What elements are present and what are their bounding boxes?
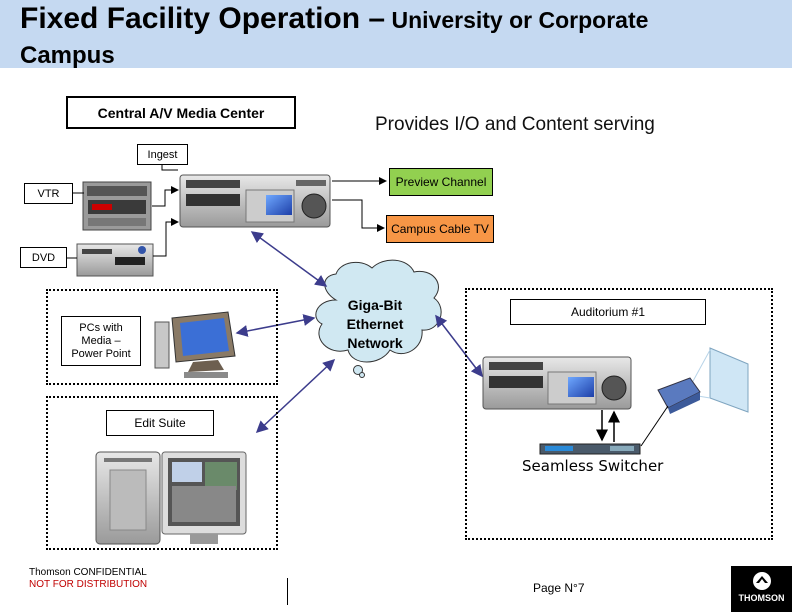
- campus-cable-box: Campus Cable TV: [386, 215, 494, 243]
- pc-icon: [154, 311, 236, 378]
- page-number: Page N°7: [533, 581, 585, 595]
- pcs-line2: Media –: [81, 334, 121, 347]
- thomson-logo-icon: [753, 572, 771, 590]
- projector-icon: [657, 347, 749, 414]
- network-link: [435, 314, 483, 378]
- title-main: Fixed Facility Operation –: [20, 2, 386, 35]
- pcs-line3: Power Point: [71, 347, 131, 360]
- page-title: Fixed Facility Operation – University or…: [20, 2, 648, 36]
- auditorium-region: [465, 288, 773, 540]
- preview-channel-box: Preview Channel: [389, 168, 493, 196]
- title-line2: Campus: [20, 42, 115, 69]
- pcs-line1: PCs with: [79, 321, 123, 334]
- server-icon: [179, 174, 331, 228]
- network-link: [250, 231, 328, 287]
- connector-line: [161, 164, 178, 171]
- central-media-center-label: Central A/V Media Center: [66, 96, 296, 129]
- network-link: [255, 358, 336, 434]
- pcs-region: [46, 289, 278, 385]
- provides-text: Provides I/O and Content serving: [375, 114, 655, 135]
- dvd-player-icon: [76, 243, 154, 277]
- ingest-label: Ingest: [137, 144, 188, 165]
- connector-line: [332, 199, 385, 232]
- distribution-text: NOT FOR DISTRIBUTION: [29, 579, 148, 590]
- thomson-logo: THOMSON: [731, 566, 792, 612]
- title-band: [0, 0, 792, 68]
- edit-suite-region: [46, 396, 278, 550]
- server-icon: [482, 356, 632, 410]
- network-label: Giga-Bit Ethernet Network: [346, 297, 404, 351]
- switcher-icon: [539, 443, 641, 455]
- connector-line: [640, 405, 669, 447]
- dvd-label: DVD: [20, 247, 67, 268]
- vtr-label: VTR: [24, 183, 73, 204]
- switcher-label: Seamless Switcher: [522, 457, 664, 475]
- auditorium-label: Auditorium #1: [510, 299, 706, 325]
- confidential-text: Thomson CONFIDENTIAL: [29, 567, 147, 578]
- network-cloud-icon: [315, 259, 442, 378]
- connector-line: [153, 218, 179, 257]
- monitor-icon: [161, 451, 247, 544]
- network-link: [235, 314, 316, 337]
- footer-divider: [287, 578, 288, 605]
- connector-line: [152, 186, 179, 207]
- mac-tower-icon: [95, 451, 161, 545]
- edit-suite-label: Edit Suite: [106, 410, 214, 436]
- logo-text: THOMSON: [738, 593, 785, 603]
- confidential-notice: Thomson CONFIDENTIAL NOT FOR DISTRIBUTIO…: [29, 567, 147, 591]
- vtr-deck-icon: [82, 181, 152, 231]
- pcs-label: PCs with Media – Power Point: [61, 316, 141, 366]
- title-sub: University or Corporate: [385, 7, 649, 33]
